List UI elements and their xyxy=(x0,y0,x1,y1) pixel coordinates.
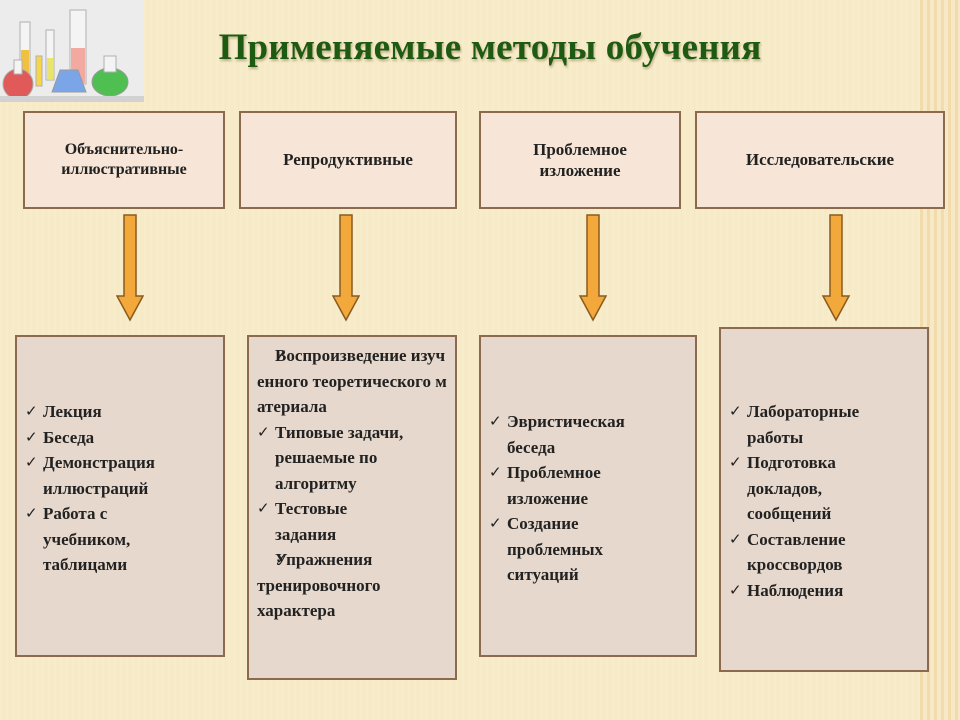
category-box-research: Исследовательские xyxy=(695,111,945,209)
category-box-reproductive: Репродуктивные xyxy=(239,111,457,209)
list-item: Демонстрация иллюстраций xyxy=(25,450,217,501)
down-arrow-icon xyxy=(115,214,145,322)
list-item: Тестовые задания xyxy=(257,496,449,547)
page-title: Применяемые методы обучения xyxy=(218,27,762,68)
category-label: Исследовательские xyxy=(745,150,895,170)
method-list: Лекция Беседа Демонстрация иллюстраций Р… xyxy=(25,399,217,578)
method-list: Эвристическая беседа Проблемное изложени… xyxy=(489,409,689,588)
list-item: Воспроизведение изученного теоретическог… xyxy=(257,343,449,420)
list-item: Типовые задачи, решаемые по алгоритму xyxy=(257,420,449,497)
down-arrow-icon xyxy=(331,214,361,322)
lab-flasks-illustration xyxy=(0,0,144,102)
category-label: Объяснительно-иллюстративные xyxy=(61,141,187,178)
detail-box-research: Лабораторные работы Подготовка докладов,… xyxy=(719,327,929,672)
list-item: Работа с учебником, таблицами xyxy=(25,501,217,578)
category-label: Репродуктивные xyxy=(283,150,413,170)
list-item: Составление кроссвордов xyxy=(729,527,923,578)
category-box-explanatory: Объяснительно-иллюстративные xyxy=(23,111,225,209)
method-list: Лабораторные работы Подготовка докладов,… xyxy=(729,399,923,603)
detail-box-reproductive: Воспроизведение изученного теоретическог… xyxy=(247,335,457,680)
lab-flasks-icon xyxy=(0,0,144,102)
list-item: Подготовка докладов, сообщений xyxy=(729,450,923,527)
method-list: Воспроизведение изученного теоретическог… xyxy=(257,343,449,624)
list-item: Наблюдения xyxy=(729,578,923,604)
detail-box-problem: Эвристическая беседа Проблемное изложени… xyxy=(479,335,697,657)
category-box-problem-presentation: Проблемное изложение xyxy=(479,111,681,209)
list-item: Создание проблемных ситуаций xyxy=(489,511,689,588)
list-item: Проблемное изложение xyxy=(489,460,689,511)
list-item: Лабораторные работы xyxy=(729,399,923,450)
list-item: Беседа xyxy=(25,425,217,451)
list-item: Эвристическая беседа xyxy=(489,409,689,460)
down-arrow-icon xyxy=(578,214,608,322)
list-item: Лекция xyxy=(25,399,217,425)
down-arrow-icon xyxy=(821,214,851,322)
list-item: Упражнения тренировочного характера xyxy=(257,547,449,624)
detail-box-explanatory: Лекция Беседа Демонстрация иллюстраций Р… xyxy=(15,335,225,657)
category-label: Проблемное изложение xyxy=(533,139,627,180)
